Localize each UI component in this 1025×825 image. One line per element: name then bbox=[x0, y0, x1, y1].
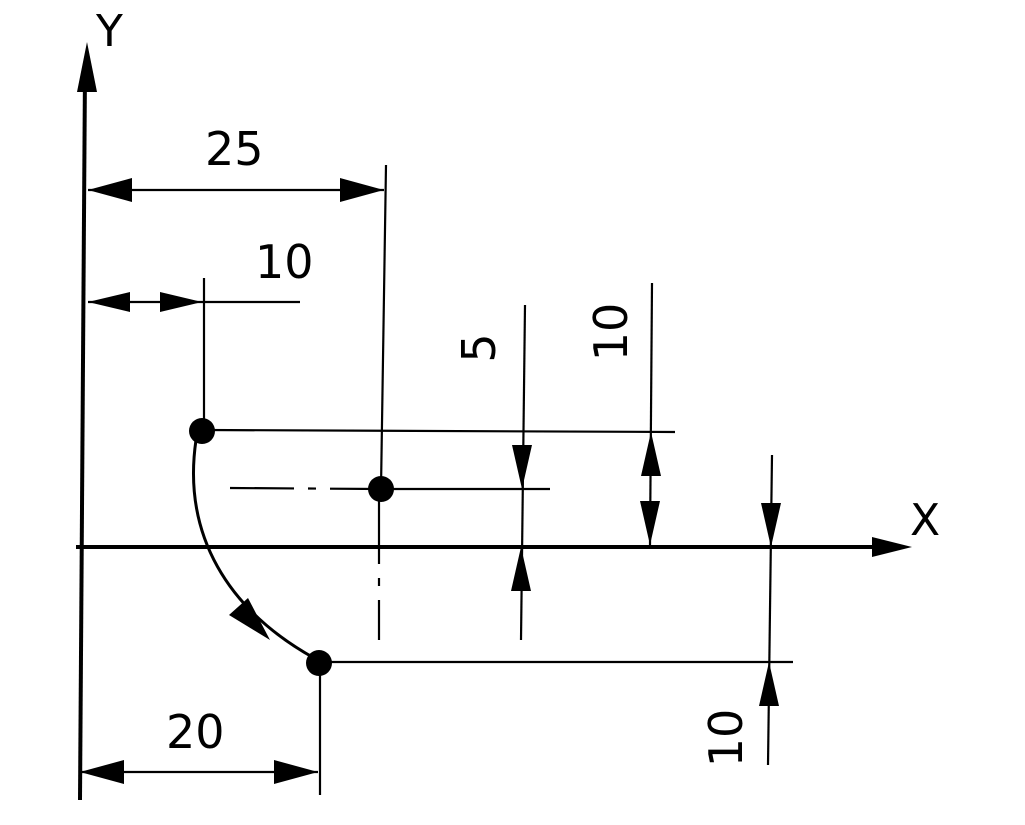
dimension-25: 25 bbox=[88, 122, 384, 202]
dimension-10-right: 10 bbox=[584, 303, 661, 545]
start-point bbox=[189, 418, 215, 444]
arc-arrowhead bbox=[229, 598, 270, 640]
y-axis-arrowhead bbox=[77, 42, 97, 92]
dimension-label-20: 20 bbox=[166, 705, 225, 759]
dimension-10-bottom: 10 bbox=[699, 503, 781, 767]
end-point bbox=[306, 650, 332, 676]
dimension-20: 20 bbox=[80, 705, 318, 784]
x-axis-label: X bbox=[910, 495, 940, 546]
y-axis-label: Y bbox=[95, 6, 123, 57]
dimension-5: 5 bbox=[452, 333, 532, 591]
dimension-label-10-top: 10 bbox=[255, 235, 314, 289]
dimension-10-top: 10 bbox=[88, 235, 314, 312]
dimension-label-10-bottom: 10 bbox=[699, 709, 753, 768]
x-axis-arrowhead bbox=[872, 537, 912, 557]
center-point bbox=[368, 476, 394, 502]
y-axis: Y bbox=[77, 6, 123, 801]
dimension-label-25: 25 bbox=[205, 122, 264, 176]
x-axis: X bbox=[76, 495, 940, 557]
arc-path bbox=[192, 439, 315, 660]
dimension-label-5: 5 bbox=[452, 333, 506, 362]
dimension-label-10-right: 10 bbox=[584, 303, 638, 362]
